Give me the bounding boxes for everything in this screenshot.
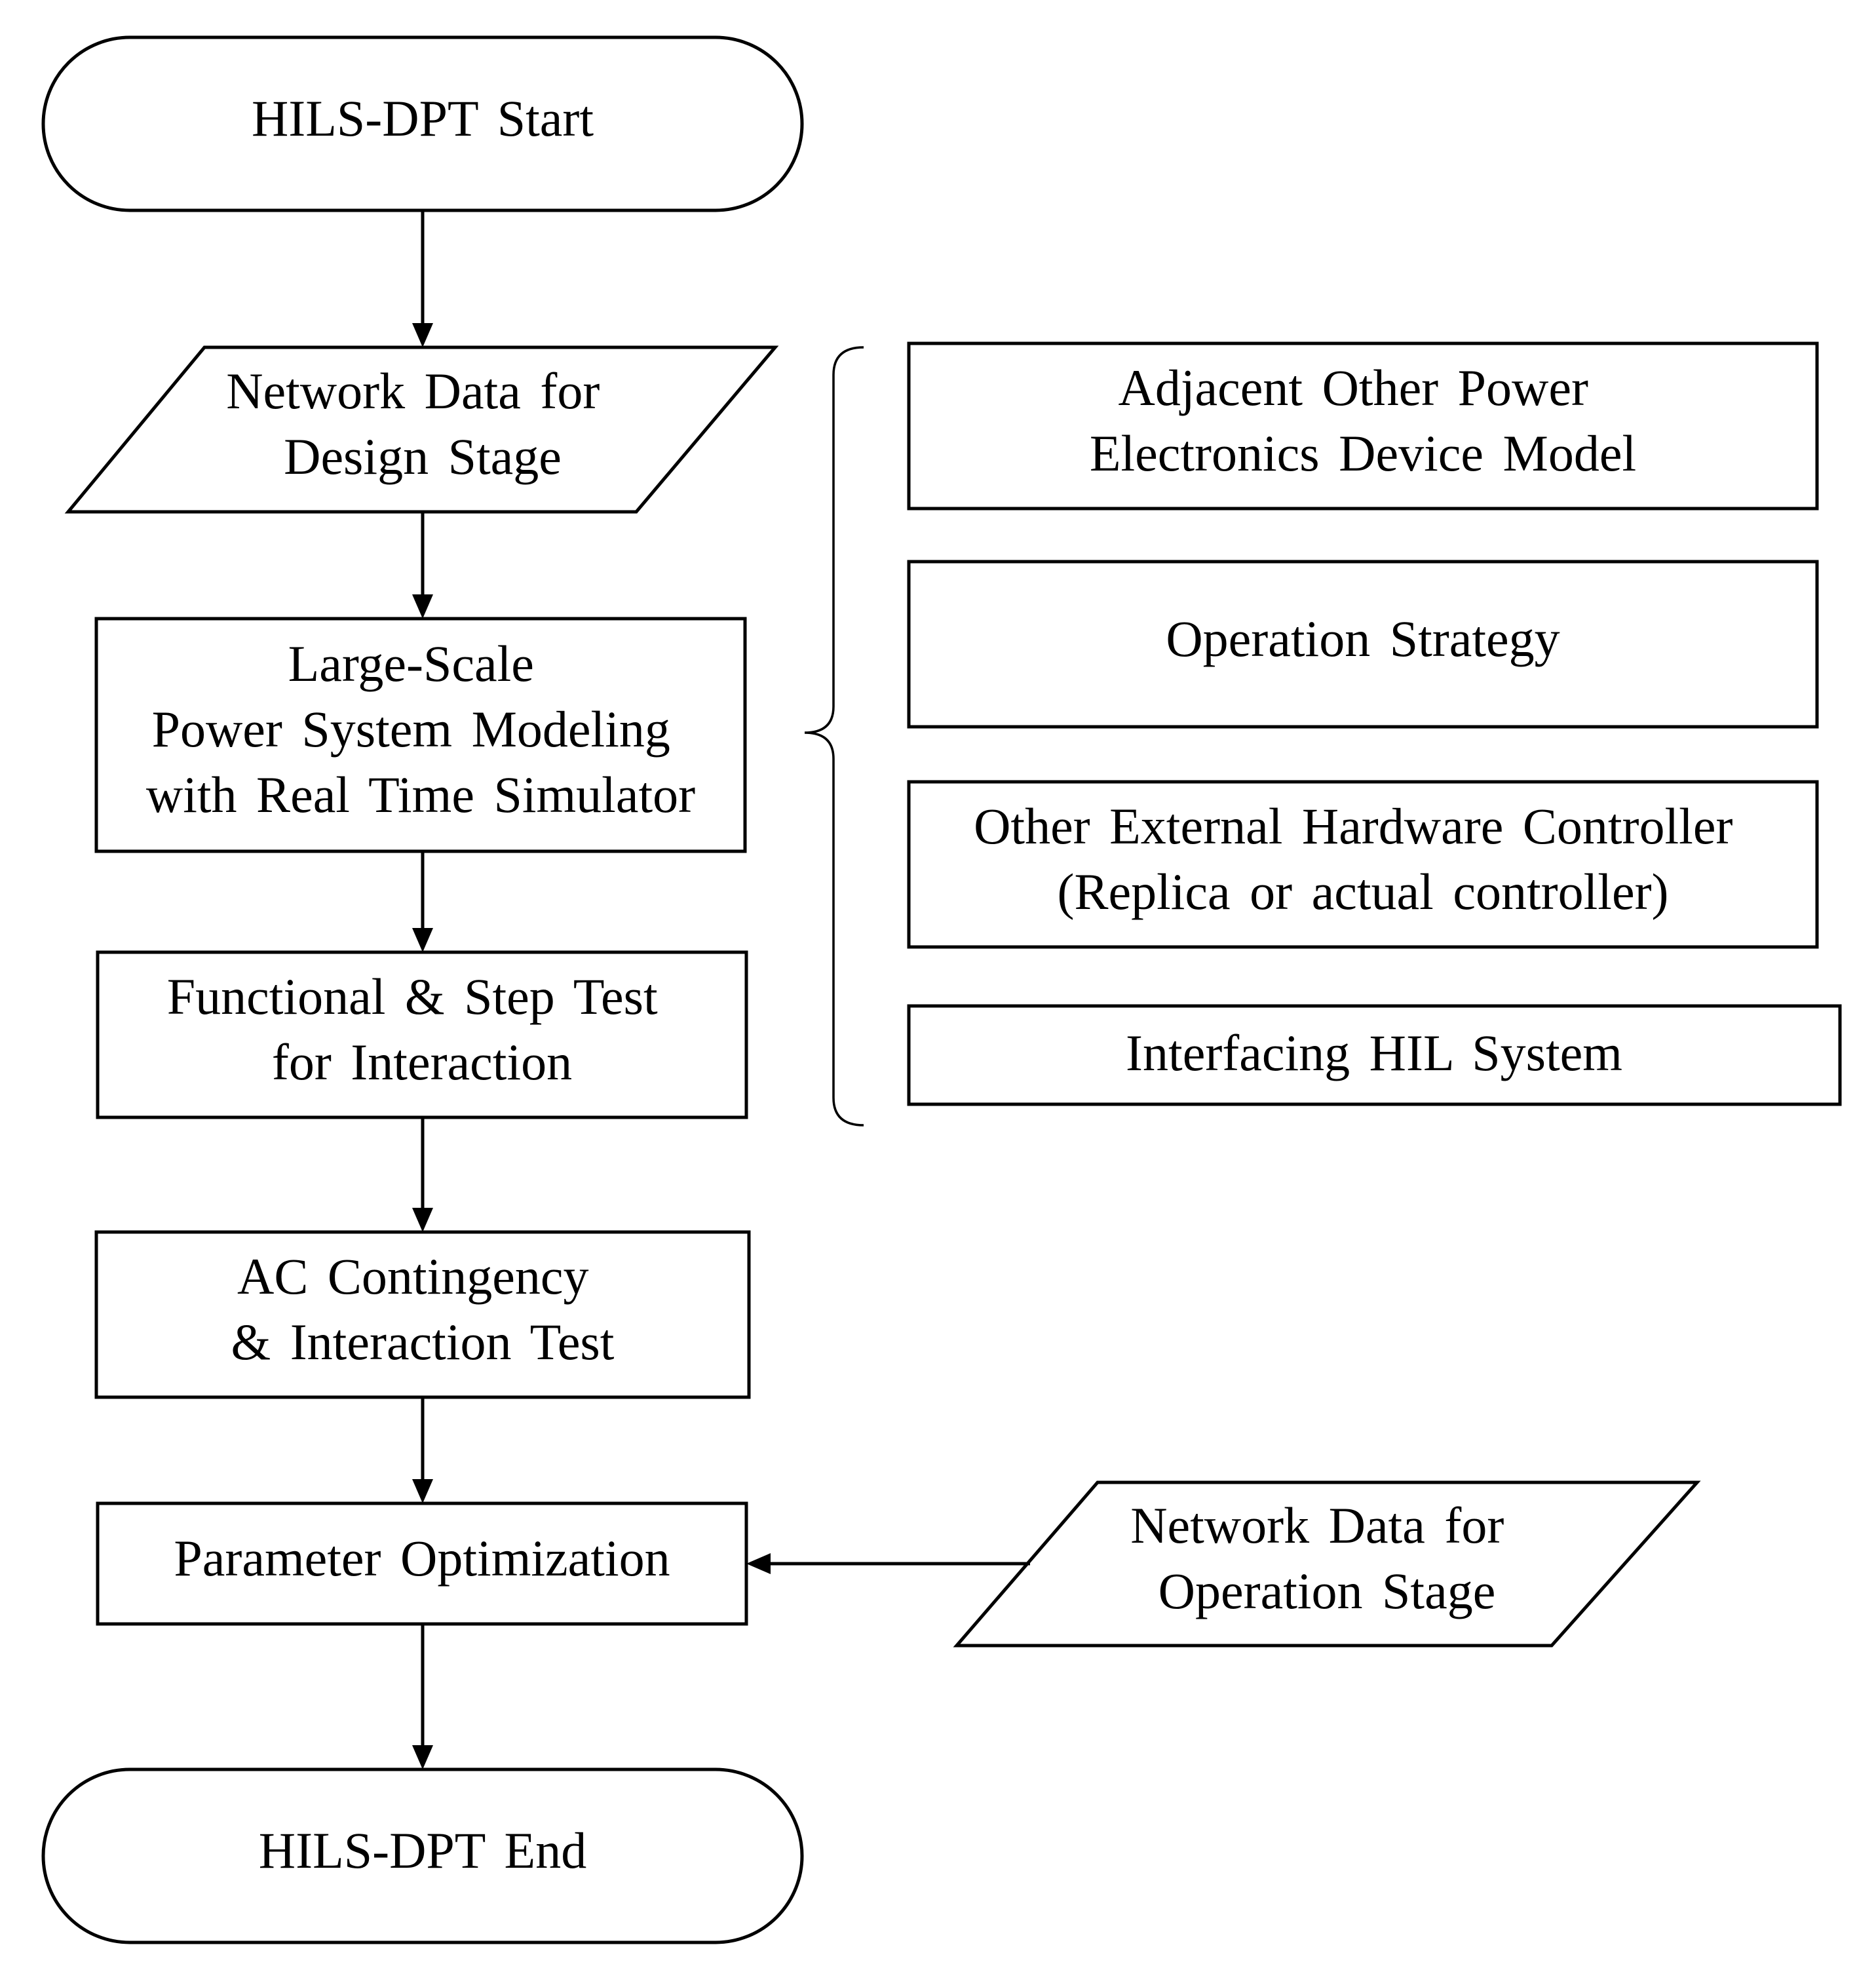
operation-strategy-label: Operation Strategy (1166, 610, 1560, 667)
start-label: HILS-DPT Start (252, 90, 594, 147)
svg-text:Interfacing HIL System: Interfacing HIL System (1126, 1024, 1622, 1081)
adjacent-device-model-box: Adjacent Other Power Electronics Device … (907, 341, 1819, 511)
svg-text:HILS-DPT End: HILS-DPT End (259, 1822, 586, 1879)
functional-test-line-1: Functional & Step Test (167, 968, 658, 1025)
connector-ac-to-parameter (412, 1397, 433, 1503)
end-label: HILS-DPT End (259, 1822, 586, 1879)
interfacing-label: Interfacing HIL System (1126, 1024, 1622, 1081)
group-brace (804, 346, 864, 1127)
modeling-line-1: Large-Scale (288, 635, 534, 692)
parameter-optimization-label: Parameter Optimization (174, 1530, 670, 1587)
power-system-modeling-box: Large-Scale Power System Modeling with R… (94, 617, 747, 853)
adjacent-line-1: Adjacent Other Power (1119, 359, 1588, 416)
svg-text:Parameter Optimization: Parameter Optimization (174, 1530, 670, 1587)
network-design-line-1: Network Data for (226, 362, 600, 419)
network-operation-line-2: Operation Stage (1158, 1562, 1496, 1619)
network-operation-line-1: Network Data for (1130, 1497, 1504, 1554)
network-data-design-stage: Network Data for Design Stage (64, 345, 779, 514)
parameter-optimization-box: Parameter Optimization (96, 1501, 748, 1626)
ac-contingency-line-1: AC Contingency (237, 1248, 588, 1305)
connector-parameter-to-end (412, 1624, 433, 1769)
interfacing-hil-system-box: Interfacing HIL System (907, 1004, 1842, 1106)
external-hw-line-1: Other External Hardware Controller (974, 798, 1732, 855)
modeling-line-2: Power System Modeling (152, 701, 670, 758)
operation-strategy-box: Operation Strategy (907, 560, 1819, 729)
start-terminator: HILS-DPT Start (41, 35, 804, 212)
ac-contingency-test-box: AC Contingency & Interaction Test (94, 1230, 751, 1399)
svg-text:HILS-DPT Start: HILS-DPT Start (252, 90, 594, 147)
end-terminator: HILS-DPT End (41, 1767, 804, 1944)
svg-text:Large-Scale Power System: Large-Scale Power System Modeling with R… (146, 635, 695, 823)
ac-contingency-line-2: & Interaction Test (231, 1313, 615, 1370)
svg-text:Network Data for Design: Network Data for Design Stage (226, 362, 619, 485)
svg-text:AC Contingency & Interac: AC Contingency & Interaction Test (231, 1248, 615, 1370)
connector-network-to-modeling (412, 512, 433, 619)
network-design-line-2: Design Stage (284, 428, 562, 485)
external-hw-line-2: (Replica or actual controller) (1057, 863, 1668, 920)
connector-modeling-to-functional (412, 851, 433, 952)
functional-test-line-2: for Interaction (272, 1033, 572, 1090)
svg-text:Functional & Step Test f: Functional & Step Test for Interaction (167, 968, 677, 1090)
svg-text:Operation Strategy: Operation Strategy (1166, 610, 1560, 667)
functional-step-test-box: Functional & Step Test for Interaction (96, 950, 748, 1119)
connector-operation-data-to-parameter (746, 1553, 1030, 1574)
svg-text:Adjacent Other Power Ele: Adjacent Other Power Electronics Device … (1090, 359, 1636, 482)
modeling-line-3: with Real Time Simulator (146, 766, 695, 823)
adjacent-line-2: Electronics Device Model (1090, 425, 1636, 482)
svg-text:Other External Hardware Contro: Other External Hardware Controller (Repl… (974, 798, 1752, 920)
external-hardware-controller-box: Other External Hardware Controller (Repl… (907, 780, 1819, 949)
connector-functional-to-ac (412, 1117, 433, 1232)
connector-start-to-network (412, 210, 433, 347)
network-data-operation-stage: Network Data for Operation Stage (953, 1480, 1701, 1648)
svg-text:Network Data for Operati: Network Data for Operation Stage (1130, 1497, 1523, 1619)
